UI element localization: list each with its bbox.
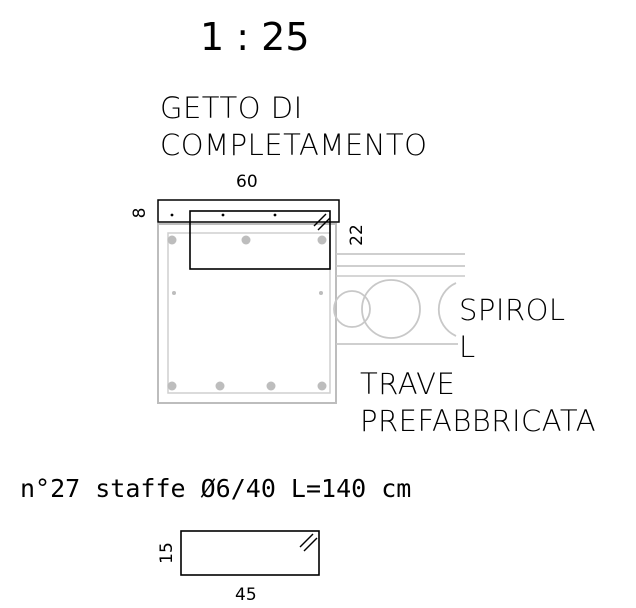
stirrup-hook: [313, 213, 327, 227]
slab-rebar-dot: [273, 213, 277, 217]
spirol-hollow-core: [437, 282, 457, 337]
stirrup-detail: [180, 530, 320, 576]
stirrup-hook: [317, 217, 331, 231]
beam-rebar-bottom: [266, 381, 276, 391]
beam-rebar-side: [172, 291, 176, 295]
beam-rebar-bottom: [317, 381, 327, 391]
beam-rebar-top: [241, 235, 251, 245]
scale-label: 1 : 25: [200, 15, 310, 59]
slab-rebar-dot: [221, 213, 225, 217]
completion-stirrup: [189, 210, 331, 270]
stirrup-note: n°27 staffe Ø6/40 L=140 cm: [20, 474, 411, 503]
beam-rebar-bottom: [215, 381, 225, 391]
prefab-beam-outline: [157, 223, 337, 404]
beam-stirrup: [167, 232, 331, 394]
beam-rebar-top: [167, 235, 177, 245]
spirol-hollow-core: [361, 279, 421, 339]
completion-slab: [157, 199, 340, 223]
label-spirol-line2: L: [459, 330, 476, 364]
dim-width-top: 60: [236, 172, 258, 192]
label-getto-line1: GETTO DI: [160, 91, 303, 125]
dim-slab-thickness: 8: [130, 208, 150, 219]
stirrup-detail-hook: [303, 537, 318, 552]
dim-stirrup-height: 15: [157, 542, 177, 564]
label-spirol-line1: SPIROL: [459, 293, 566, 327]
label-getto-line2: COMPLETAMENTO: [160, 128, 427, 162]
dim-height-side: 22: [347, 224, 367, 246]
stirrup-detail-hook: [299, 533, 314, 548]
beam-rebar-bottom: [167, 381, 177, 391]
beam-rebar-side: [319, 291, 323, 295]
spirol-hollow-core: [333, 290, 371, 328]
label-trave-line2: PREFABBRICATA: [360, 404, 596, 438]
label-trave-line1: TRAVE: [360, 367, 455, 401]
slab-rebar-dot: [170, 213, 174, 217]
beam-rebar-top: [317, 235, 327, 245]
dim-stirrup-width: 45: [235, 585, 257, 605]
